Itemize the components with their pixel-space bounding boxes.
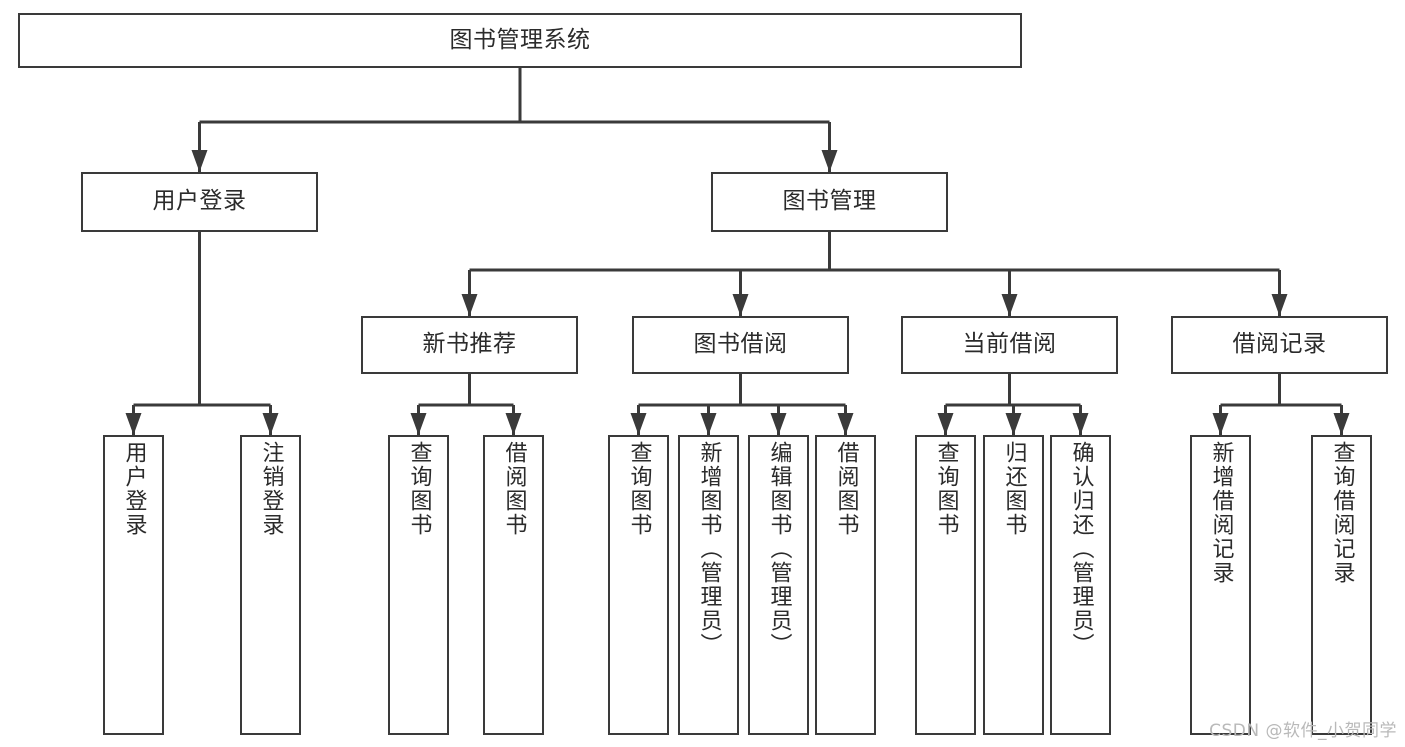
arrow-head-l3-3 bbox=[1001, 294, 1018, 316]
node-root[interactable]: 图书管理系统 bbox=[18, 13, 1022, 68]
arrow-head-lf-7 bbox=[770, 413, 787, 435]
node-lf-5[interactable]: 查询图书 bbox=[608, 435, 669, 735]
arrow-head-lf-12 bbox=[1212, 413, 1229, 435]
node-lf-7[interactable]: 编辑图书（管理员） bbox=[748, 435, 809, 735]
arrow-head-lf-5 bbox=[630, 413, 647, 435]
node-label: 借阅图书 bbox=[833, 441, 859, 537]
node-lf-9[interactable]: 查询图书 bbox=[915, 435, 976, 735]
node-l2-2[interactable]: 图书管理 bbox=[711, 172, 948, 232]
node-lf-8[interactable]: 借阅图书 bbox=[815, 435, 876, 735]
node-lf-13[interactable]: 查询借阅记录 bbox=[1311, 435, 1372, 735]
arrow-head-lf-13 bbox=[1333, 413, 1350, 435]
node-label: 借阅图书 bbox=[501, 441, 527, 537]
node-label: 查询借阅记录 bbox=[1329, 441, 1355, 585]
node-label: 图书管理 bbox=[782, 188, 877, 215]
node-label: 当前借阅 bbox=[962, 331, 1057, 358]
node-label: 查询图书 bbox=[626, 441, 652, 537]
arrow-head-l3-4 bbox=[1271, 294, 1288, 316]
node-label: 用户登录 bbox=[121, 441, 147, 537]
arrow-head-lf-3 bbox=[410, 413, 427, 435]
arrow-head-lf-10 bbox=[1005, 413, 1022, 435]
node-label: 归还图书 bbox=[1001, 441, 1027, 537]
node-label: 查询图书 bbox=[933, 441, 959, 537]
arrow-head-lf-4 bbox=[505, 413, 522, 435]
node-lf-12[interactable]: 新增借阅记录 bbox=[1190, 435, 1251, 735]
node-lf-10[interactable]: 归还图书 bbox=[983, 435, 1044, 735]
node-label: 图书借阅 bbox=[693, 331, 788, 358]
node-label: 新增图书（管理员） bbox=[696, 441, 722, 657]
arrow-head-lf-1 bbox=[125, 413, 142, 435]
arrow-head-lf-11 bbox=[1072, 413, 1089, 435]
arrow-head-lf-2 bbox=[262, 413, 279, 435]
node-l3-4[interactable]: 借阅记录 bbox=[1171, 316, 1388, 374]
node-label: 确认归还（管理员） bbox=[1068, 441, 1094, 657]
arrow-head-l2-2 bbox=[821, 150, 838, 172]
node-lf-4[interactable]: 借阅图书 bbox=[483, 435, 544, 735]
arrow-head-l2-1 bbox=[191, 150, 208, 172]
node-label: 查询图书 bbox=[406, 441, 432, 537]
node-label: 编辑图书（管理员） bbox=[766, 441, 792, 657]
node-lf-2[interactable]: 注销登录 bbox=[240, 435, 301, 735]
node-label: 图书管理系统 bbox=[449, 26, 591, 53]
arrow-head-lf-8 bbox=[837, 413, 854, 435]
arrow-head-lf-9 bbox=[937, 413, 954, 435]
node-l3-2[interactable]: 图书借阅 bbox=[632, 316, 849, 374]
node-l3-3[interactable]: 当前借阅 bbox=[901, 316, 1118, 374]
arrow-head-l3-2 bbox=[732, 294, 749, 316]
node-label: 新增借阅记录 bbox=[1208, 441, 1234, 585]
node-lf-1[interactable]: 用户登录 bbox=[103, 435, 164, 735]
arrow-head-l3-1 bbox=[461, 294, 478, 316]
node-lf-3[interactable]: 查询图书 bbox=[388, 435, 449, 735]
node-lf-11[interactable]: 确认归还（管理员） bbox=[1050, 435, 1111, 735]
node-l2-1[interactable]: 用户登录 bbox=[81, 172, 318, 232]
node-label: 注销登录 bbox=[258, 441, 284, 537]
node-lf-6[interactable]: 新增图书（管理员） bbox=[678, 435, 739, 735]
arrow-head-lf-6 bbox=[700, 413, 717, 435]
node-label: 新书推荐 bbox=[422, 331, 517, 358]
node-label: 借阅记录 bbox=[1232, 331, 1327, 358]
node-label: 用户登录 bbox=[152, 188, 247, 215]
node-l3-1[interactable]: 新书推荐 bbox=[361, 316, 578, 374]
